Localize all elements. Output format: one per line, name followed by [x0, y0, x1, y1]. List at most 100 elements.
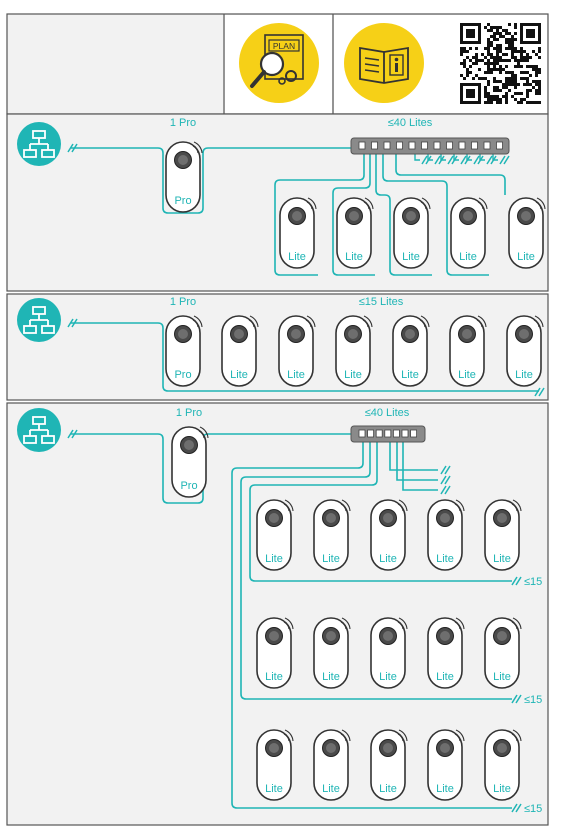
lite-device: Lite [450, 197, 488, 269]
lite-device: Lite [393, 197, 431, 269]
lite-device-label: Lite [436, 783, 454, 795]
lite-device-label: Lite [345, 251, 363, 263]
plan-icon[interactable]: PLAN [239, 23, 319, 103]
pro-count-label: 1 Pro [170, 296, 196, 308]
lite-device: Lite [256, 499, 294, 571]
cable-break-icon [67, 429, 78, 439]
labels: 1 Pro ≤40 Lites 1 Pro ≤15 Lites 1 Pro ≤40 Lit… [170, 117, 542, 815]
lite-device-label: Lite [265, 783, 283, 795]
switches [350, 137, 510, 443]
cable-breaks [67, 143, 545, 813]
network-switch [350, 137, 510, 155]
pro-device: Pro [171, 426, 209, 498]
lite-device-label: Lite [401, 369, 419, 381]
qr-code[interactable] [460, 23, 541, 104]
pro-count-label: 1 Pro [170, 117, 196, 129]
lite-device-label: Lite [322, 783, 340, 795]
pro-device-label: Pro [174, 369, 191, 381]
lite-device-label: Lite [493, 671, 511, 683]
lite-device: Lite [370, 729, 408, 801]
lite-device-label: Lite [322, 671, 340, 683]
row-limit-label: ≤15 [524, 694, 542, 706]
lite-device: Lite [279, 197, 317, 269]
lite-device: Lite [427, 617, 465, 689]
lite-device-label: Lite [459, 251, 477, 263]
lite-device: Lite [313, 499, 351, 571]
pro-device: Pro [165, 141, 203, 213]
cables [71, 147, 539, 809]
cable-break-icon [511, 803, 522, 813]
lite-device: Lite [508, 197, 546, 269]
lite-device: Lite [313, 729, 351, 801]
lite-device: Lite [221, 315, 259, 387]
plan-label: PLAN [273, 41, 295, 51]
cable-break-icon [499, 155, 510, 165]
cable-break-icon [473, 155, 484, 165]
lite-device: Lite [392, 315, 430, 387]
header-bar: PLAN [6, 13, 549, 115]
lite-device: Lite [278, 315, 316, 387]
cable-break-icon [486, 155, 497, 165]
lite-device: Lite [427, 499, 465, 571]
lite-device-label: Lite [458, 369, 476, 381]
lite-device: Lite [506, 315, 544, 387]
cable-break-icon [440, 485, 451, 495]
lite-device: Lite [335, 315, 373, 387]
lite-device-label: Lite [493, 553, 511, 565]
cable-break-icon [534, 387, 545, 397]
lite-device: Lite [256, 729, 294, 801]
lite-device-label: Lite [402, 251, 420, 263]
lite-device-label: Lite [379, 553, 397, 565]
lite-limit-label: ≤40 Lites [388, 117, 433, 129]
network-switch [350, 425, 426, 443]
cable-break-icon [460, 155, 471, 165]
lite-device: Lite [449, 315, 487, 387]
lite-device-label: Lite [493, 783, 511, 795]
lite-device: Lite [256, 617, 294, 689]
lite-limit-label: ≤15 Lites [359, 296, 404, 308]
lite-limit-label: ≤40 Lites [365, 407, 410, 419]
lite-device-label: Lite [379, 783, 397, 795]
cable-break-icon [511, 576, 522, 586]
lite-device-label: Lite [265, 671, 283, 683]
lite-device-label: Lite [287, 369, 305, 381]
lite-device: Lite [370, 499, 408, 571]
lite-device-label: Lite [517, 251, 535, 263]
lite-device: Lite [336, 197, 374, 269]
lite-device: Lite [313, 617, 351, 689]
lite-device-label: Lite [515, 369, 533, 381]
manual-icon[interactable] [344, 23, 424, 103]
cable-break-icon [67, 318, 78, 328]
cable-break-icon [440, 475, 451, 485]
row-limit-label: ≤15 [524, 803, 542, 815]
pro-count-label: 1 Pro [176, 407, 202, 419]
pro-device-label: Pro [180, 480, 197, 492]
lite-device-label: Lite [344, 369, 362, 381]
lite-device-label: Lite [436, 671, 454, 683]
network-icon [16, 121, 62, 167]
lite-device-label: Lite [265, 553, 283, 565]
pro-device-label: Pro [174, 195, 191, 207]
network-icon [16, 407, 62, 453]
lite-device-label: Lite [322, 553, 340, 565]
pro-device: Pro [165, 315, 203, 387]
cable-break-icon [447, 155, 458, 165]
cable-break-icon [434, 155, 445, 165]
lite-device: Lite [370, 617, 408, 689]
lite-device: Lite [484, 499, 522, 571]
cable-break-icon [67, 143, 78, 153]
lite-device-label: Lite [379, 671, 397, 683]
lite-device: Lite [484, 729, 522, 801]
cable-break-icon [421, 155, 432, 165]
lite-device-label: Lite [436, 553, 454, 565]
lite-device-label: Lite [230, 369, 248, 381]
lite-device: Lite [484, 617, 522, 689]
network-icon [16, 297, 62, 343]
cable-break-icon [440, 465, 451, 475]
row-limit-label: ≤15 [524, 576, 542, 588]
lite-device: Lite [427, 729, 465, 801]
cable-break-icon [511, 694, 522, 704]
lite-device-label: Lite [288, 251, 306, 263]
